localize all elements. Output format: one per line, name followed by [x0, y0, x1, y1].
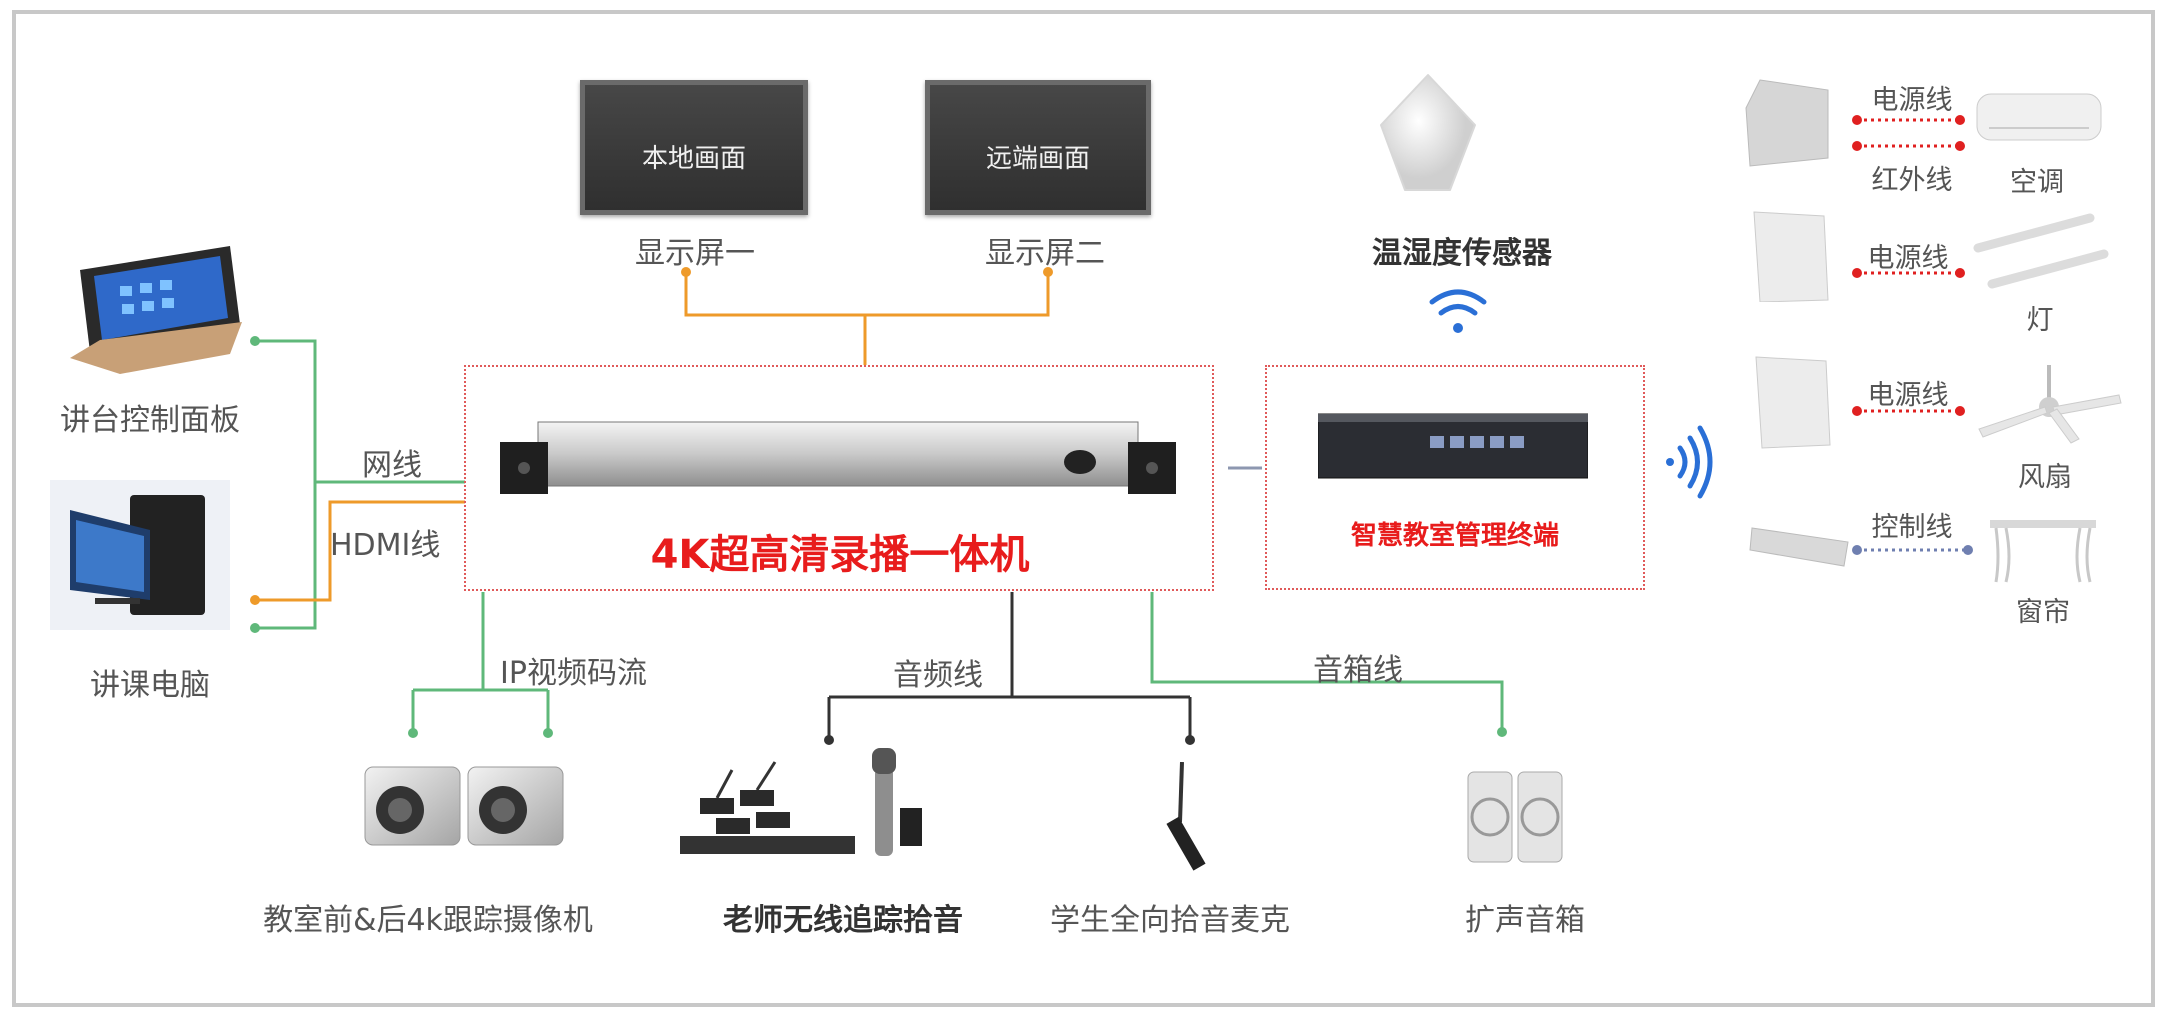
fan-icon — [1978, 365, 2122, 444]
main-unit-box — [464, 365, 1214, 591]
sensor-label: 温湿度传感器 — [1372, 236, 1552, 271]
display-screen-2: 远端画面 — [925, 80, 1151, 215]
terminal-device-icon — [1318, 413, 1588, 479]
fan-controller-icon — [1755, 356, 1831, 449]
screen2-label: 显示屏二 — [985, 236, 1105, 271]
network-line — [255, 339, 465, 630]
network-line-label: 网线 — [362, 448, 422, 483]
ip-stream-label: IP视频码流 — [500, 656, 647, 691]
ac-label: 空调 — [2010, 167, 2064, 198]
ip-stream-line — [411, 592, 550, 733]
terminal-box — [1265, 365, 1645, 590]
main-unit-label: 4K超高清录播一体机 — [650, 532, 1030, 578]
display-screen-1: 本地画面 — [580, 80, 808, 215]
recorder-device-icon — [500, 421, 1176, 494]
wifi-icon — [1429, 289, 1487, 333]
curtain-controller-icon — [1749, 527, 1849, 567]
right-line-dots — [1852, 115, 1973, 555]
teacher-mic-label: 老师无线追踪拾音 — [723, 903, 963, 938]
remote-view-label: 远端画面 — [985, 143, 1090, 174]
curtain-control-label: 控制线 — [1871, 512, 1953, 543]
hdmi-line-label: HDMI线 — [330, 528, 441, 563]
screen1-dot — [681, 267, 691, 277]
cameras-label: 教室前&后4k跟踪摄像机 — [263, 903, 593, 938]
student-mic-label: 学生全向拾音麦克 — [1050, 903, 1290, 938]
screen-connector — [684, 272, 1050, 365]
camera-icon — [364, 766, 564, 846]
lecture-pc-icon — [50, 480, 230, 630]
air-conditioner-icon — [1976, 93, 2102, 141]
terminal-label: 智慧教室管理终端 — [1350, 521, 1560, 551]
local-view-label: 本地画面 — [641, 143, 746, 174]
light-controller-icon — [1753, 211, 1829, 302]
audio-line-label: 音频线 — [893, 658, 983, 693]
sensor-icon — [1380, 74, 1476, 191]
screen1-label: 显示屏一 — [635, 236, 755, 271]
curtain-icon — [1990, 520, 2096, 583]
fan-label: 风扇 — [2018, 462, 2072, 493]
speaker-line — [1150, 592, 1504, 732]
ac-power-label: 电源线 — [1871, 85, 1953, 116]
ac-controller-icon — [1745, 79, 1829, 167]
fan-power-label: 电源线 — [1867, 380, 1949, 411]
student-mic-icon — [1166, 762, 1206, 871]
speaker-line-label: 音箱线 — [1313, 653, 1403, 688]
speakers-label: 扩声音箱 — [1465, 903, 1585, 938]
ac-ir-label: 红外线 — [1871, 165, 1953, 196]
diagram-frame — [12, 10, 2155, 1007]
light-power-label: 电源线 — [1867, 243, 1949, 274]
light-label: 灯 — [2026, 305, 2054, 336]
audio-line — [827, 592, 1192, 740]
control-panel-icon — [70, 246, 242, 374]
screen2-dot — [1043, 267, 1053, 277]
hdmi-line — [255, 500, 465, 602]
right-control-lines — [1857, 118, 1968, 552]
signal-icon — [1666, 425, 1713, 499]
wireless-mic-icon — [680, 748, 922, 856]
light-icon — [1973, 213, 2109, 289]
curtain-label: 窗帘 — [2016, 597, 2070, 628]
lecture-pc-label: 讲课电脑 — [90, 668, 210, 703]
control-panel-label: 讲台控制面板 — [60, 403, 240, 438]
speaker-icon — [1467, 771, 1563, 863]
